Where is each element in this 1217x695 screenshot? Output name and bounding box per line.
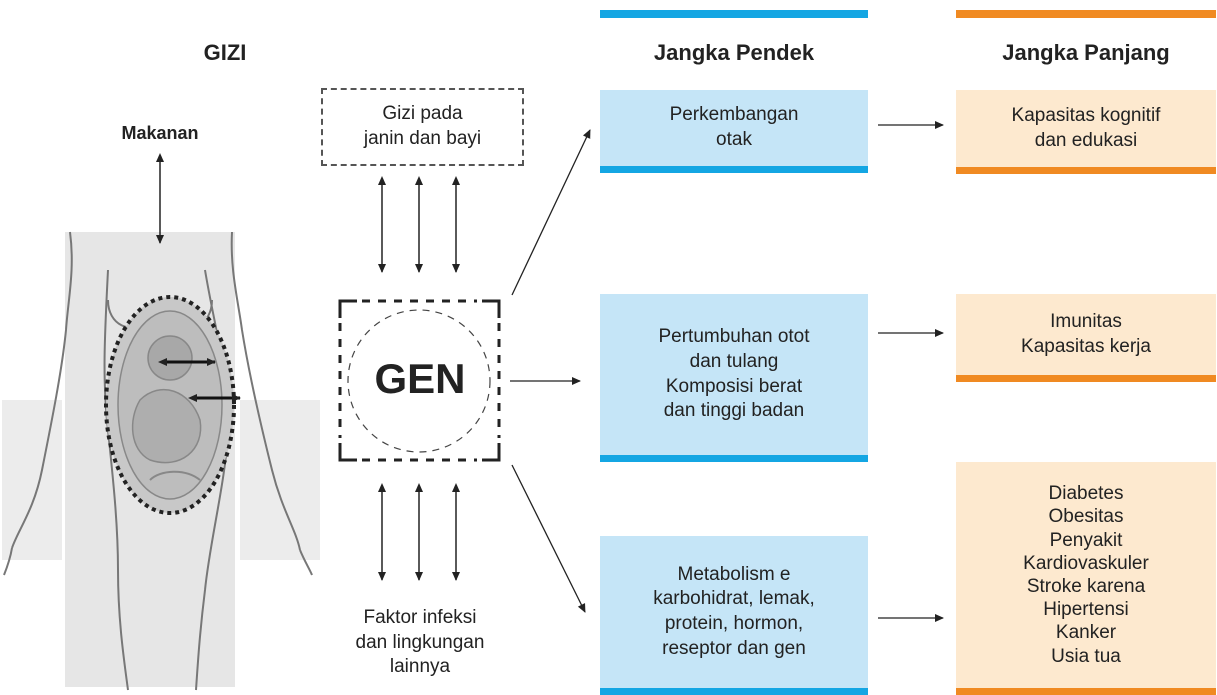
box-line: Diabetes — [1048, 483, 1124, 505]
box-line: Imunitas — [1050, 310, 1122, 332]
box-line: Kapasitas kognitif — [1011, 104, 1161, 126]
faktor-line: Faktor infeksi — [363, 607, 477, 628]
gen-to-metabolisme-arrow — [511, 464, 586, 613]
box-line: reseptor dan gen — [662, 637, 806, 659]
gen-dashed-circle — [347, 309, 491, 453]
long-term-header-bar — [956, 10, 1216, 18]
gizi-janin-line: janin dan bayi — [363, 128, 482, 149]
box-line: karbohidrat, lemak, — [653, 588, 815, 610]
box-line: Usia tua — [1051, 645, 1121, 667]
long-term-box-penyakit: Diabetes Obesitas Penyakit Kardiovaskule… — [956, 462, 1216, 695]
box-line: otak — [716, 129, 752, 150]
box-line: Kanker — [1055, 622, 1117, 644]
short-term-box-metabolisme: Metabolism e karbohidrat, lemak, protein… — [600, 536, 868, 695]
box-line: Hipertensi — [1043, 599, 1129, 621]
gizi-janin-box: Gizi pada janin dan bayi — [321, 88, 524, 166]
gizi-janin-line: Gizi pada — [382, 103, 463, 125]
faktor-line: lainnya — [389, 656, 451, 678]
box-line: protein, hormon, — [664, 613, 804, 634]
faktor-line: dan lingkungan — [355, 631, 485, 653]
gen-frame — [338, 299, 501, 462]
box-line: Metabolism e — [677, 563, 791, 585]
box-line: dan edukasi — [1034, 129, 1138, 151]
box-line: Kapasitas kerja — [1021, 335, 1151, 357]
long-term-box-imunitas: Imunitas Kapasitas kerja — [956, 294, 1216, 382]
pregnant-body-illustration — [2, 231, 320, 691]
box-line: Perkembangan — [669, 104, 799, 126]
box-line: Pertumbuhan otot — [658, 326, 810, 348]
short-term-box-pertumbuhan: Pertumbuhan otot dan tulang Komposisi be… — [600, 294, 868, 462]
short-term-header-bar — [600, 10, 868, 18]
short-term-box-otak: Perkembangan otak — [600, 90, 868, 173]
faktor-label: Faktor infeksi dan lingkungan lainnya — [320, 606, 520, 680]
box-line: Penyakit — [1049, 529, 1123, 551]
header-long-term: Jangka Panjang — [1002, 40, 1170, 65]
box-line: dan tinggi badan — [663, 400, 805, 422]
box-line: dan tulang — [689, 350, 779, 372]
makanan-label: Makanan — [121, 123, 199, 143]
box-line: Obesitas — [1048, 506, 1124, 528]
box-line: Komposisi berat — [665, 375, 803, 397]
box-line: Kardiovaskuler — [1023, 552, 1149, 574]
long-term-box-kognitif: Kapasitas kognitif dan edukasi — [956, 90, 1216, 174]
box-line: Stroke karena — [1026, 576, 1146, 597]
header-short-term: Jangka Pendek — [653, 40, 815, 65]
gen-label: GEN — [374, 355, 466, 402]
gen-to-otak-arrow — [511, 129, 591, 296]
header-gizi: GIZI — [203, 40, 247, 65]
